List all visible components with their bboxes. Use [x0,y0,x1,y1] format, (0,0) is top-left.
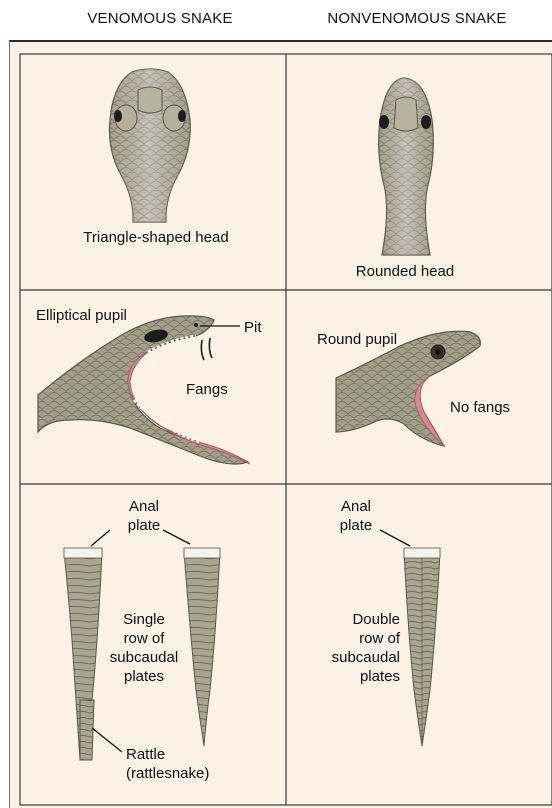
single-row-line4: plates [100,667,188,686]
anal-plate-left-line1: Anal [114,497,174,516]
pit-label: Pit [244,318,262,337]
single-row-label: Single row of subcaudal plates [100,610,188,686]
panel-grid [20,54,552,805]
double-row-line4: plates [300,667,400,686]
double-row-line1: Double [300,610,400,629]
single-row-line3: subcaudal [100,648,188,667]
anal-plate-left-label: Anal plate [114,497,174,535]
triangle-head-label: Triangle-shaped head [50,228,262,247]
single-row-line2: row of [100,629,188,648]
anal-plate-right-line1: Anal [326,497,386,516]
round-pupil-label: Round pupil [317,330,397,349]
no-fangs-label: No fangs [450,398,510,417]
venomous-tail-right [184,548,220,746]
rattle-line2: (rattlesnake) [126,764,209,783]
rounded-head-label: Rounded head [330,262,480,281]
anal-plate-right-label: Anal plate [326,497,386,535]
elliptical-pupil-label: Elliptical pupil [36,306,127,325]
triangle-head-illustration [109,69,190,222]
double-row-label: Double row of subcaudal plates [300,610,400,686]
nonvenomous-tail [404,548,440,746]
anal-plate-right-line2: plate [326,516,386,535]
rattle-line1: Rattle [126,745,209,764]
single-row-line1: Single [100,610,188,629]
anal-plate-left-line2: plate [114,516,174,535]
fangs-label: Fangs [186,380,228,399]
double-row-line2: row of [300,629,400,648]
rattle-label: Rattle (rattlesnake) [126,745,209,783]
double-row-line3: subcaudal [300,648,400,667]
rounded-head-illustration [379,78,434,255]
venomous-tail-left [64,548,102,760]
